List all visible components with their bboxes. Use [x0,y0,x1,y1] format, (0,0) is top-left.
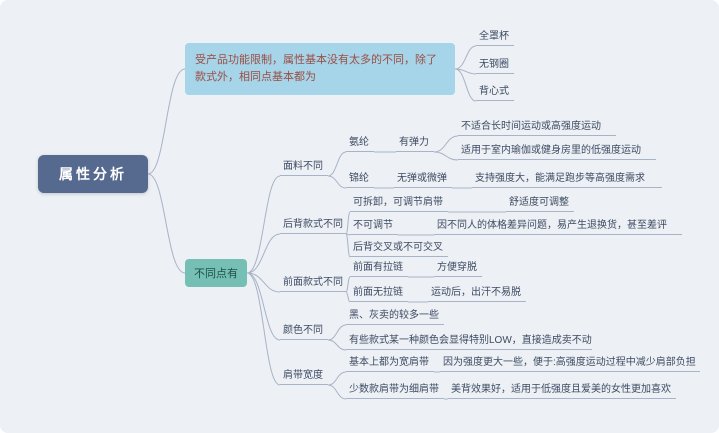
topic-nylon-inelastic[interactable]: 无弹或微弹 [394,172,452,188]
note-back-comfort[interactable]: 舒适度可调整 [506,196,574,212]
topic-full-cup[interactable]: 全罩杯 [476,30,514,46]
topic-front-zipper[interactable]: 前面有拉链 [350,261,408,277]
topic-front-style-diff[interactable]: 前面款式不同 [280,276,346,292]
topic-front-no-zipper[interactable]: 前面无拉链 [350,286,408,302]
note-back-returns[interactable]: 因不同人的体格差异问题，易产生退换货，甚至差评 [434,219,682,235]
topic-vest-style[interactable]: 背心式 [476,85,514,101]
topic-back-style-diff[interactable]: 后背款式不同 [280,218,346,234]
note-spandex-usage[interactable]: 适用于室内瑜伽或健身房里的低强度运动 [458,144,656,160]
note-spandex-limit[interactable]: 不适合长时间运动或高强度运动 [458,120,616,136]
topic-spandex-elastic[interactable]: 有弹力 [396,136,434,152]
topic-nylon[interactable]: 锦纶 [346,172,374,188]
note-nylon-support[interactable]: 支持强度大，能满足跑步等高强度需求 [472,172,662,188]
topic-strap-thin[interactable]: 少数款肩带为细肩带 [346,383,444,399]
topic-strap-wide[interactable]: 基本上都为宽肩带 [346,356,434,372]
note-color-low[interactable]: 有些款式某一种颜色会显得特别LOW，直接造成卖不动 [346,334,592,350]
topic-back-detachable[interactable]: 可拆卸，可调节肩带 [350,196,448,212]
note-strap-wide-reason[interactable]: 因为强度更大一些，便于:高强度运动过程中减少肩部负担 [440,356,700,372]
same-points-topic[interactable]: 受产品功能限制，属性基本没有太多的不同，除了款式外，相同点基本都为 [185,43,455,95]
root-topic[interactable]: 属性分析 [38,155,148,193]
note-strap-thin-reason[interactable]: 美背效果好，适用于低强度且爱美的女性更加喜欢 [448,383,676,399]
topic-color-diff[interactable]: 颜色不同 [280,324,328,340]
note-front-sweat[interactable]: 运动后，出汗不易脱 [428,286,526,302]
topic-no-underwire[interactable]: 无钢圈 [476,58,514,74]
topic-strap-width[interactable]: 肩带宽度 [280,369,328,385]
note-color-black-gray[interactable]: 黑、灰卖的较多一些 [346,309,444,325]
note-front-easy-wear[interactable]: 方便穿脱 [434,261,482,277]
edges-path [147,45,506,400]
diff-points-topic[interactable]: 不同点有 [185,259,247,287]
topic-back-nonadjustable[interactable]: 不可调节 [350,219,398,235]
topic-fabric-diff[interactable]: 面料不同 [280,160,328,176]
topic-spandex[interactable]: 氨纶 [346,136,374,152]
topic-back-cross[interactable]: 后背交叉或不可交叉 [350,241,448,257]
